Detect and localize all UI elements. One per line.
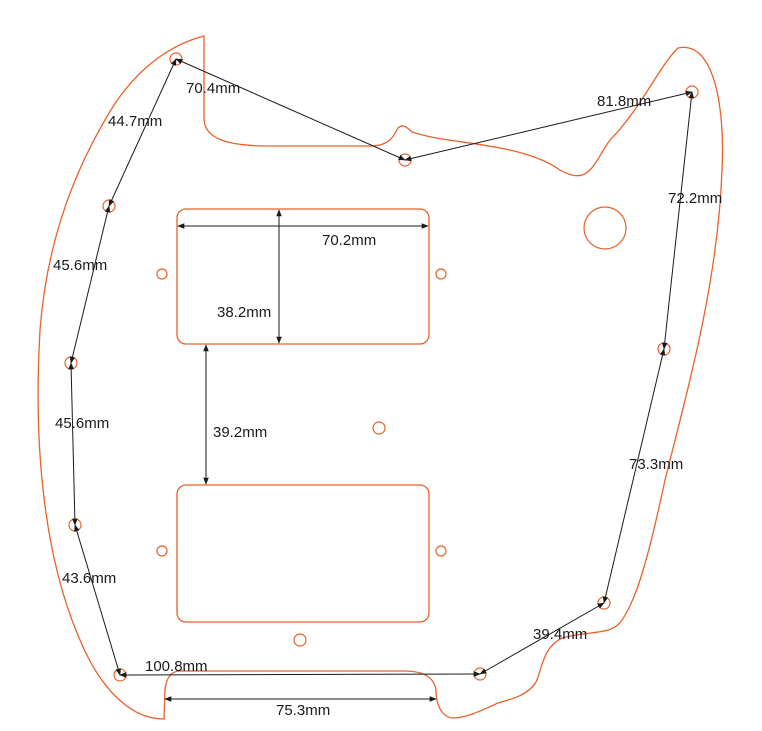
- screw-hole: [435, 268, 447, 280]
- dim-line-right-upper: [661, 91, 695, 350]
- dim-line-center-top-right: [404, 90, 693, 162]
- label-left-upper: 44.7mm: [108, 113, 162, 130]
- screw-hole: [435, 545, 447, 557]
- dim-line-bottom-right: [479, 602, 605, 675]
- label-pickup-height: 38.2mm: [217, 304, 271, 321]
- dim-line-left-mid-upper: [69, 205, 111, 364]
- label-right-upper: 72.2mm: [668, 190, 722, 207]
- screw-hole: [156, 545, 168, 557]
- label-top-left-center: 70.4mm: [186, 80, 240, 97]
- label-pickup-gap: 39.2mm: [213, 424, 267, 441]
- label-right-lower: 73.3mm: [629, 456, 683, 473]
- screw-holes: [64, 52, 699, 682]
- label-bottom-notch: 75.3mm: [276, 702, 330, 719]
- dim-line-top-left-center: [175, 58, 406, 161]
- pickguard-outline: [37, 35, 724, 720]
- screw-hole: [156, 268, 168, 280]
- control-hole: [583, 206, 627, 250]
- screw-hole: [372, 421, 386, 435]
- label-bottom-span: 100.8mm: [145, 658, 208, 675]
- dimension-lines: [68, 58, 695, 702]
- label-left-lower: 43.6mm: [62, 570, 116, 587]
- label-left-mid-lower: 45.6mm: [55, 415, 109, 432]
- dim-line-left-mid-lower: [68, 362, 78, 526]
- dim-line-right-lower: [602, 348, 666, 604]
- dim-line-left-upper: [108, 58, 177, 207]
- dim-line-bottom-span: [119, 671, 481, 678]
- label-bottom-right: 39.4mm: [533, 626, 587, 643]
- label-pickup-width: 70.2mm: [322, 232, 376, 249]
- label-left-mid-upper: 45.6mm: [53, 257, 107, 274]
- label-center-top-right: 81.8mm: [597, 93, 651, 110]
- pickup-cutout-neck: [176, 208, 430, 345]
- pickup-cutout-bridge: [176, 484, 430, 623]
- dim-line-left-lower: [74, 524, 121, 676]
- dimension-labels: 70.4mm 81.8mm 44.7mm 45.6mm 45.6mm 43.6m…: [53, 80, 722, 719]
- screw-hole: [293, 633, 307, 647]
